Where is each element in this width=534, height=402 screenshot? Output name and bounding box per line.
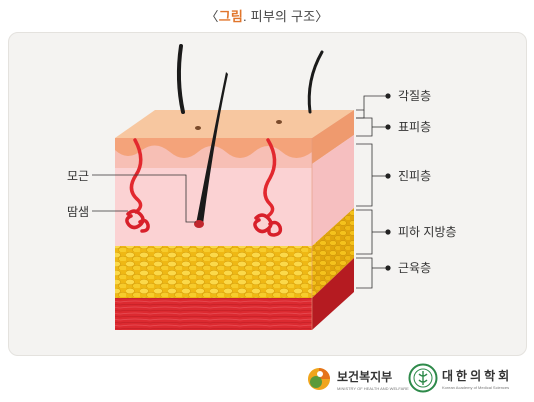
academy-sub: Korean Academy of Medical Sciences [442, 385, 510, 390]
figure-title: 〈그림. 피부의 구조〉 [205, 9, 329, 24]
label-stratum-corneum: 각질층 [398, 89, 431, 103]
right-brackets [356, 95, 388, 289]
label-epidermis: 표피층 [398, 120, 431, 134]
side-epidermis [312, 110, 354, 164]
side-dermis [312, 135, 354, 246]
hair-right [307, 50, 324, 114]
hair-center [196, 72, 228, 224]
sweat-duct-left [129, 138, 143, 214]
leader-hair-root [92, 174, 196, 223]
academy-logo: 대한의학회 Korean Academy of Medical Sciences [408, 362, 528, 396]
label-subcutaneous-fat: 피하 지방층 [398, 225, 457, 239]
label-sweat-gland: 땀샘 [67, 205, 89, 219]
ministry-name: 보건복지부 [337, 370, 393, 384]
figure-title-text: . 피부의 구조 [243, 9, 316, 24]
dermis-layer [115, 168, 312, 246]
muscle-layer [115, 298, 312, 330]
label-dermis: 진피층 [398, 169, 431, 183]
hair-left [176, 44, 185, 114]
sweat-gland-right [253, 213, 283, 237]
label-hair-root: 모근 [67, 169, 89, 183]
academy-name: 대한의학회 [442, 369, 513, 383]
ministry-logo: 보건복지부 MINISTRY OF HEALTH AND WELFARE [305, 362, 409, 396]
academy-seal-icon [408, 363, 438, 393]
ministry-emblem-icon [308, 368, 330, 390]
subcutaneous-fat-layer [115, 246, 312, 298]
label-muscle: 근육층 [398, 261, 431, 275]
ministry-sub: MINISTRY OF HEALTH AND WELFARE [337, 386, 409, 391]
sweat-duct-right [263, 138, 277, 218]
skin-top-surface [115, 110, 354, 138]
side-fat [312, 208, 354, 298]
figure-title-accent: 그림 [218, 9, 244, 24]
epidermis-wave [115, 145, 312, 170]
sweat-gland-left [125, 209, 150, 233]
side-muscle [312, 258, 354, 330]
